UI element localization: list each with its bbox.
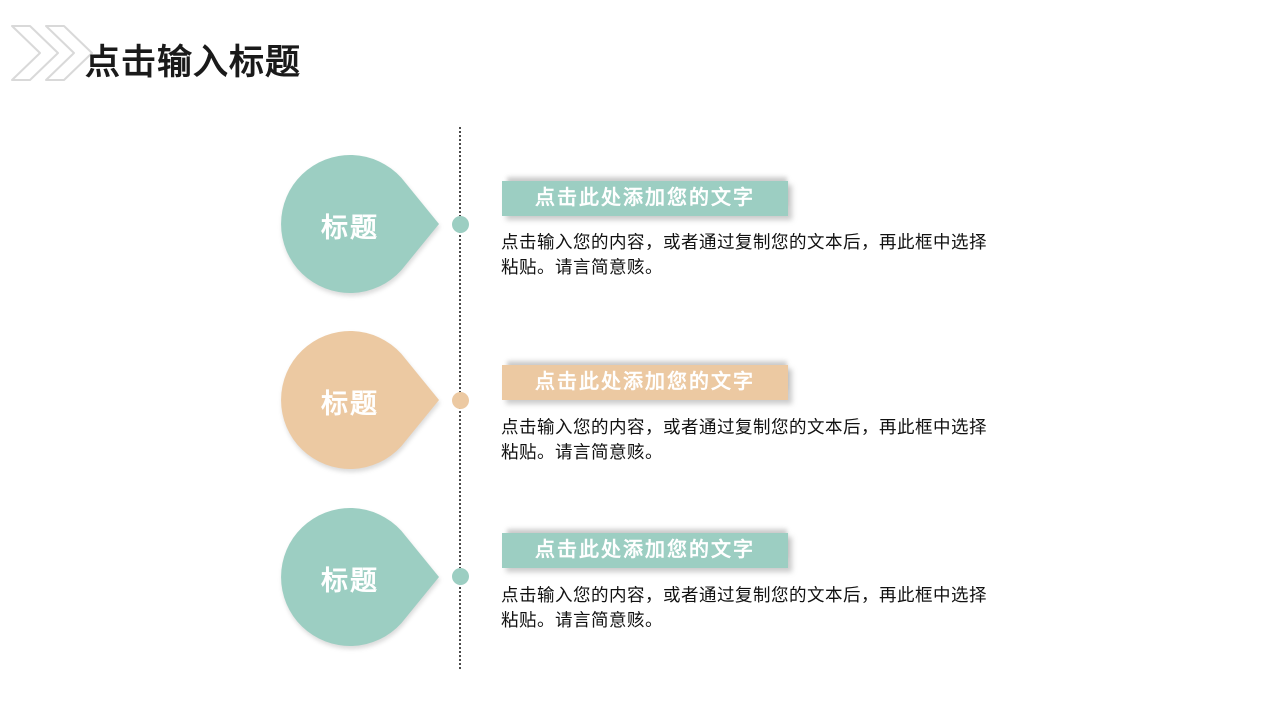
timeline-node-dot [452,216,469,233]
double-chevron-icon [11,25,93,81]
timeline-node-dot [452,392,469,409]
teardrop-shape[interactable] [279,329,441,471]
teardrop-shape[interactable] [279,153,441,295]
body-text[interactable]: 点击输入您的内容，或者通过复制您的文本后，再此框中选择粘贴。请言简意赅。 [501,585,987,630]
teardrop-label[interactable]: 标题 [321,213,379,243]
body-text[interactable]: 点击输入您的内容，或者通过复制您的文本后，再此框中选择粘贴。请言简意赅。 [501,232,987,277]
body-text[interactable]: 点击输入您的内容，或者通过复制您的文本后，再此框中选择粘贴。请言简意赅。 [501,417,987,462]
teardrop-label[interactable]: 标题 [321,389,379,419]
heading-bar[interactable]: 点击此处添加您的文字 [502,181,788,216]
chevron-icon [11,25,59,81]
slide-title[interactable]: 点击输入标题 [85,43,302,82]
teardrop-path [281,331,439,469]
timeline-node-dot [452,568,469,585]
teardrop-label[interactable]: 标题 [321,566,379,596]
heading-bar[interactable]: 点击此处添加您的文字 [502,365,788,400]
teardrop-path [281,508,439,646]
heading-bar[interactable]: 点击此处添加您的文字 [502,533,788,568]
teardrop-shape[interactable] [279,506,441,648]
teardrop-path [281,155,439,293]
chevron-icon [45,25,93,81]
